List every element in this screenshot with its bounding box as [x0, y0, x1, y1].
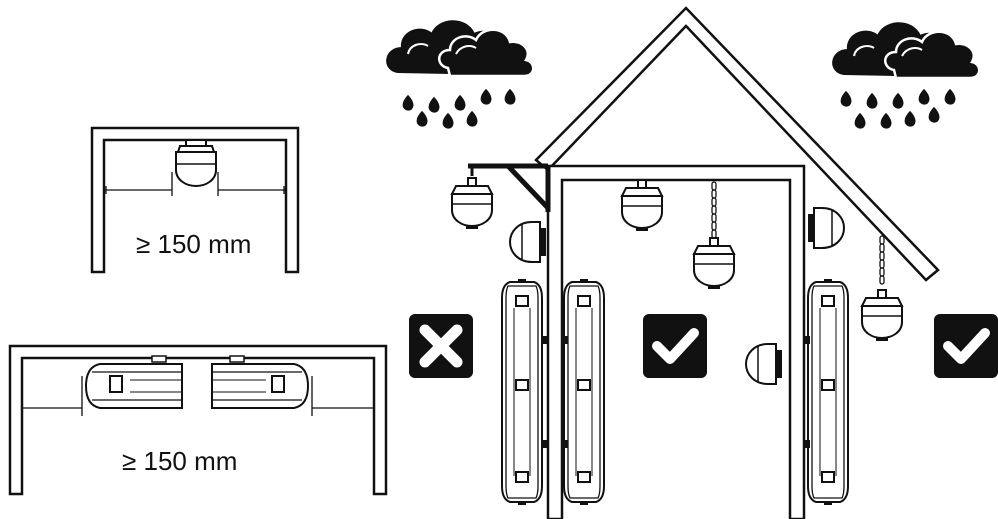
incorrect-mark — [409, 314, 473, 378]
clearance-dimension — [22, 376, 374, 416]
outdoor-wall-lamp-icon — [807, 207, 845, 249]
batten-luminaire-icon — [84, 355, 310, 409]
rain-cloud-icon — [385, 19, 535, 130]
indoor-batten-icon — [563, 278, 605, 506]
clearance-label-top: ≥ 150 mm — [136, 229, 251, 259]
rain-cloud-icon — [831, 21, 981, 130]
clearance-dimension — [104, 172, 286, 196]
outdoor-batten-icon — [807, 278, 849, 506]
ceiling-batten-detail: ≥ 150 mm — [8, 344, 388, 496]
clearance-label-bottom: ≥ 150 mm — [122, 446, 237, 476]
outdoor-pendant-lamp-icon — [451, 177, 493, 230]
indoor-pendant-lamp-icon — [621, 179, 663, 232]
house-outline — [468, 6, 940, 519]
chain-pendant-lamp-icon — [693, 181, 735, 290]
check-icon — [652, 328, 699, 364]
indoor-wall-lamp-icon — [745, 343, 783, 385]
check-icon — [943, 328, 990, 364]
pendant-lamp-icon — [175, 139, 217, 188]
eave-chain-pendant-lamp-icon — [861, 235, 903, 342]
ceiling-pendant-detail: ≥ 150 mm — [90, 126, 300, 274]
cross-icon — [419, 324, 463, 368]
outdoor-wall-lamp-icon — [509, 221, 547, 263]
correct-mark-outside — [934, 314, 998, 378]
correct-mark-inside — [643, 314, 707, 378]
outdoor-batten-icon — [501, 278, 543, 506]
